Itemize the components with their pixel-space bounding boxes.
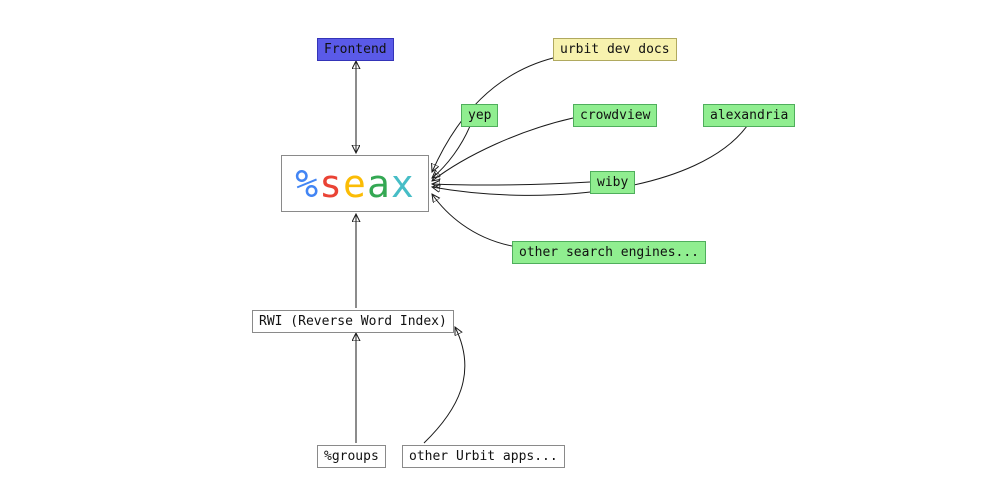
edge-yep-seax bbox=[432, 125, 471, 178]
seax-char-a: a bbox=[366, 161, 391, 206]
seax-char-x: x bbox=[390, 161, 415, 206]
node-seax-logo: % s e a x bbox=[281, 155, 429, 212]
seax-char-s: s bbox=[319, 161, 344, 206]
node-wiby: wiby bbox=[590, 171, 636, 194]
edge-urbit-dev-docs-seax bbox=[432, 57, 554, 172]
node-urbit-dev-docs: urbit dev docs bbox=[553, 38, 677, 61]
edge-other-urbit-apps-rwi bbox=[423, 327, 466, 444]
node-crowdview: crowdview bbox=[573, 104, 658, 127]
seax-char-percent: % bbox=[295, 161, 320, 206]
node-yep: yep bbox=[461, 104, 499, 127]
node-frontend: Frontend bbox=[317, 38, 394, 61]
node-other-urbit-apps: other Urbit apps... bbox=[402, 445, 565, 468]
node-rwi: RWI (Reverse Word Index) bbox=[252, 310, 454, 333]
edge-other-search-engines-seax bbox=[432, 194, 513, 247]
seax-char-e: e bbox=[343, 161, 367, 206]
edge-crowdview-seax bbox=[432, 117, 574, 181]
node-other-search-engines: other search engines... bbox=[512, 241, 707, 264]
node-groups: %groups bbox=[317, 445, 386, 468]
edge-wiby-seax bbox=[432, 182, 591, 185]
node-alexandria: alexandria bbox=[703, 104, 796, 127]
